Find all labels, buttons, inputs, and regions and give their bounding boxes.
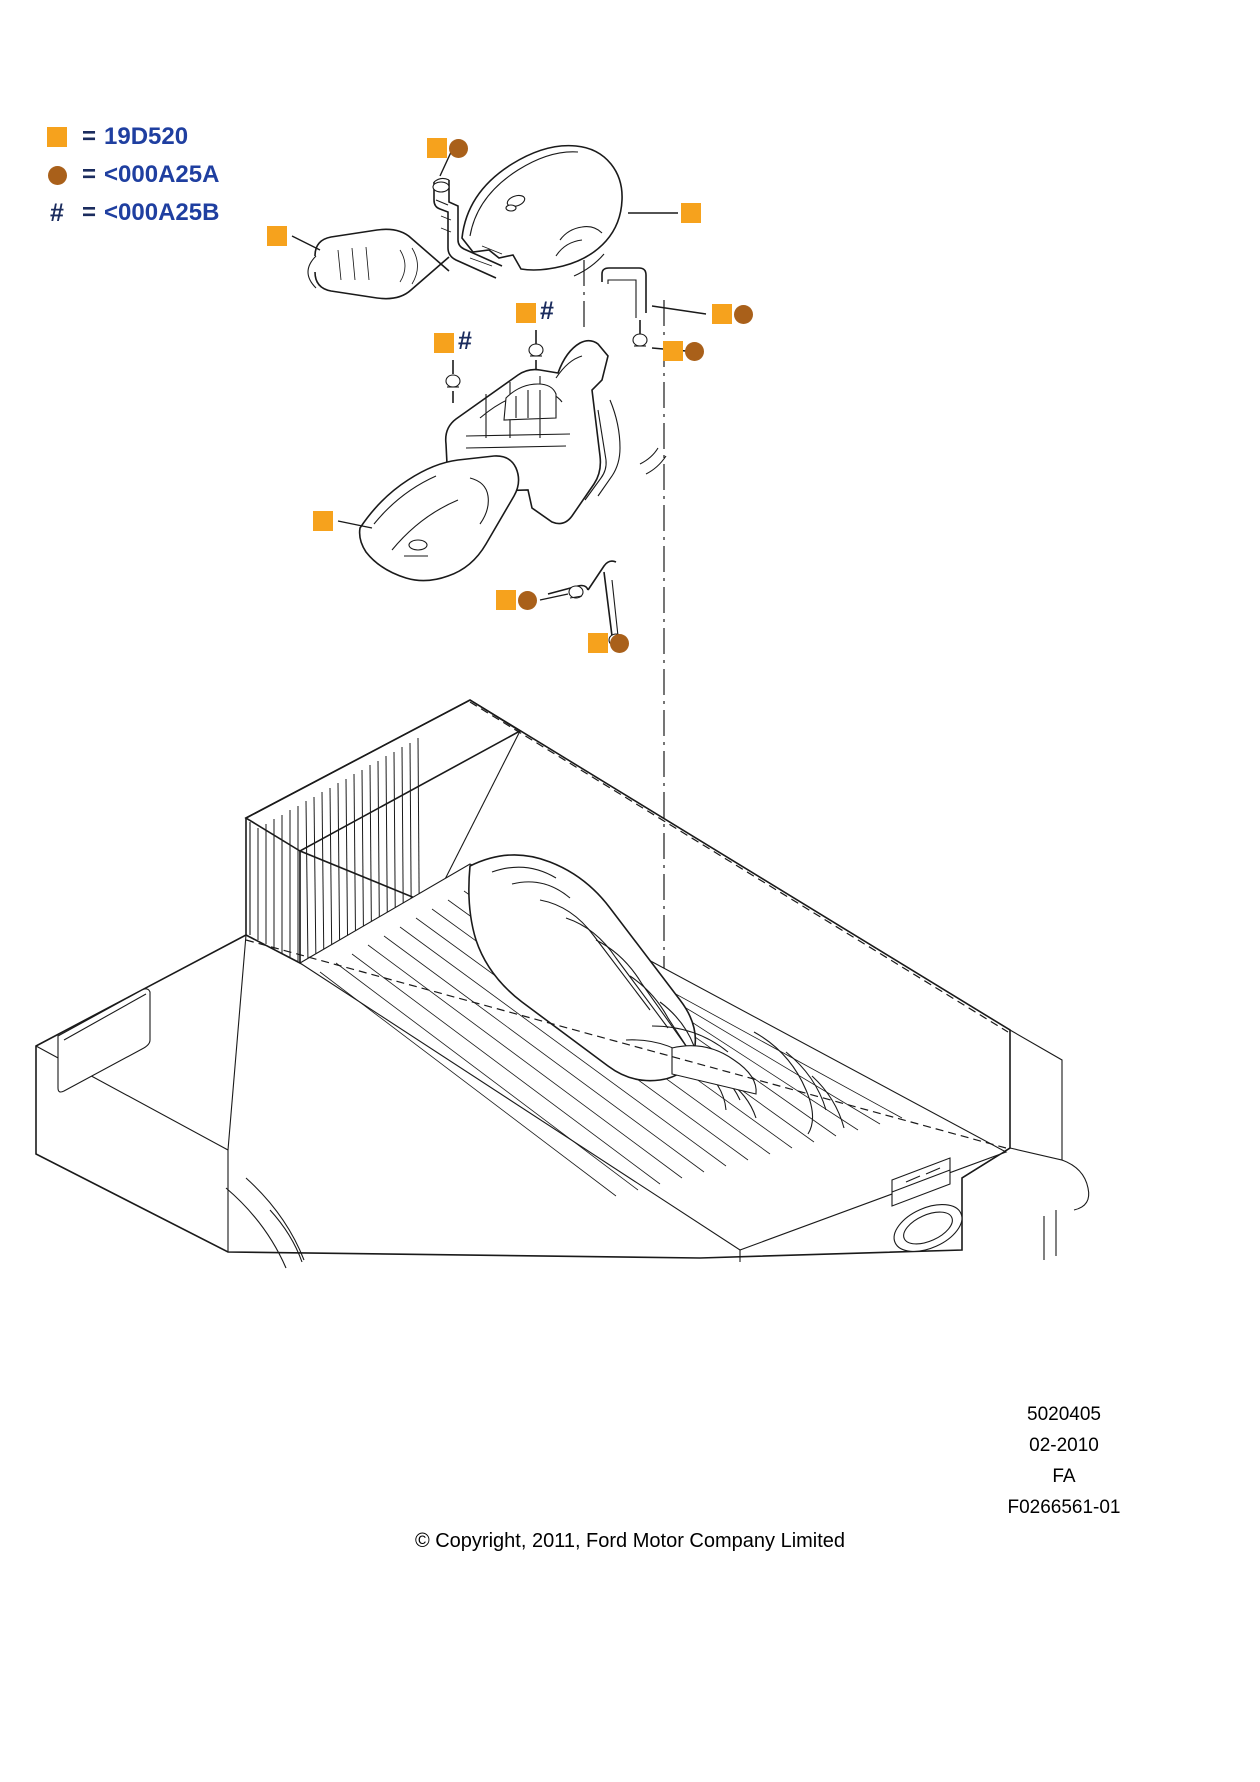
fastener-lower-left (445, 360, 461, 403)
legend-equals-sign: = (82, 123, 97, 150)
hash-glyph: # (50, 198, 64, 227)
square-marker-icon (313, 511, 333, 531)
drawing-identification-block: 5020405 02-2010 FA F0266561-01 (924, 1399, 1204, 1523)
lower-splash-shield (358, 455, 520, 582)
lower-hose-clamp-a (547, 584, 589, 599)
drawing-region: FA (1052, 1466, 1076, 1487)
square-marker-icon (712, 304, 732, 324)
circle-marker-icon (610, 634, 629, 653)
legend-row-000A25A: = <000A25A (44, 156, 304, 194)
square-marker-icon (427, 138, 447, 158)
upper-hose-clamp-right (601, 267, 648, 347)
figure-id: F0266561-01 (1007, 1497, 1121, 1518)
pickup-box-assembly (35, 699, 1090, 1269)
circle-marker-icon (734, 305, 753, 324)
square-marker-icon (681, 203, 701, 223)
circle-marker-icon (518, 591, 537, 610)
drawing-date: 02-2010 (1029, 1435, 1099, 1456)
upper-splash-shield (461, 144, 623, 277)
legend-code-000A25A: <000A25A (104, 161, 220, 188)
circle-marker-icon (44, 165, 70, 185)
hash-marker-icon: # (458, 327, 472, 355)
hash-marker-icon: # (540, 297, 554, 325)
legend-equals-sign: = (82, 199, 97, 226)
fuel-filler-neck (432, 177, 503, 279)
square-marker-icon (44, 127, 70, 147)
drawing-number: 5020405 (1027, 1404, 1101, 1425)
hash-marker-icon: # (44, 198, 70, 227)
legend-row-19D520: = 19D520 (44, 118, 304, 156)
legend-equals-sign: = (82, 161, 97, 188)
legend-code-000A25B: <000A25B (104, 199, 220, 226)
fastener-upper (528, 330, 544, 372)
square-marker-icon (663, 341, 683, 361)
legend-code-19D520: 19D520 (104, 123, 189, 150)
square-marker-icon (588, 633, 608, 653)
circle-marker-icon (449, 139, 468, 158)
copyright-notice: © Copyright, 2011, Ford Motor Company Li… (414, 1530, 846, 1552)
legend: = 19D520 = <000A25A # = <000A25B (44, 118, 304, 232)
legend-row-000A25B: # = <000A25B (44, 194, 304, 232)
filler-hose (307, 228, 450, 300)
circle-marker-icon (685, 342, 704, 361)
square-marker-icon (267, 226, 287, 246)
square-marker-icon (434, 333, 454, 353)
square-marker-icon (496, 590, 516, 610)
square-marker-icon (516, 303, 536, 323)
